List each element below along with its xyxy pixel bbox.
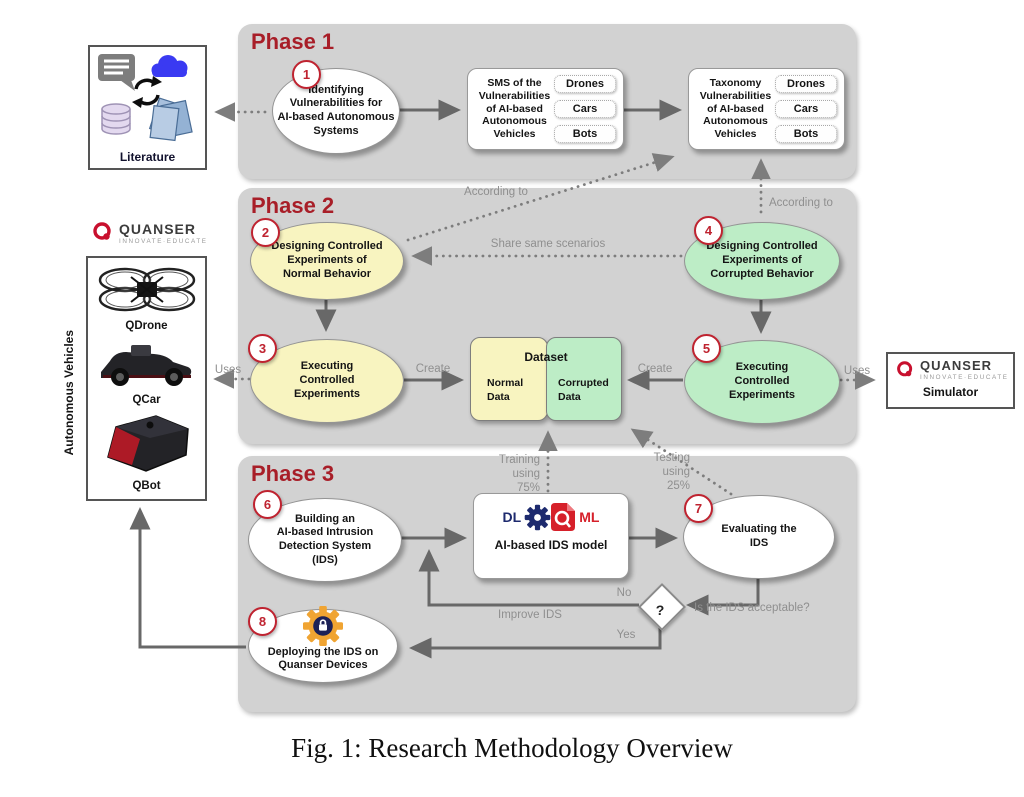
qdrone-figure: QDrone <box>95 265 199 332</box>
step-8-badge: 8 <box>248 607 277 636</box>
step-7-badge: 7 <box>684 494 713 523</box>
step-2-text: Designing Controlled Experiments of Norm… <box>271 240 383 280</box>
step-7-text: Evaluating the IDS <box>721 523 797 549</box>
dataset-title: Dataset <box>524 350 568 364</box>
dl-label: DL <box>502 509 522 525</box>
phase-3-title: Phase 3 <box>251 461 335 486</box>
edge-label-uses-left: Uses <box>214 364 242 376</box>
edge-label-create-left: Create <box>415 363 451 375</box>
step-3-badge: 3 <box>248 334 277 363</box>
edge-label-training: Training using 75% <box>498 454 540 495</box>
edge-label-share-same-scenarios: Share same scenarios <box>490 238 606 250</box>
step-1-text: Identifying Vulnerabilities for AI-based… <box>277 83 395 137</box>
qcar-image <box>100 344 191 386</box>
deploy-gear-lock-icon <box>303 606 343 646</box>
step-6-badge: 6 <box>253 490 282 519</box>
simulator-label: Simulator <box>922 385 979 399</box>
dataset-corrupted-label: Corrupted Data <box>558 377 609 403</box>
edge-label-uses-right: Uses <box>843 365 871 377</box>
sync-icon-heads <box>132 76 162 108</box>
chip-drones: Drones <box>554 75 616 93</box>
simulator-box: QUANSER INNOVATE·EDUCATE Simulator <box>886 352 1015 409</box>
dl-gear-icon <box>524 504 551 530</box>
database-icon <box>101 103 131 135</box>
literature-icons <box>98 54 193 142</box>
chip-bots: Bots <box>775 125 837 143</box>
ids-model-label: AI-based IDS model <box>494 538 608 552</box>
autonomous-vehicles-label: Autonomous Vehicles <box>62 330 76 456</box>
cloud-icon <box>151 55 188 77</box>
sms-box: SMS of the Vulnerabilities of AI-based A… <box>467 68 624 150</box>
lock-icon <box>319 619 327 631</box>
phase-1-title: Phase 1 <box>251 29 335 54</box>
step-4-badge: 4 <box>694 216 723 245</box>
literature-box: Literature <box>88 45 207 170</box>
ids-model-box: DL ML AI-based IDS model <box>473 493 629 579</box>
chip-cars: Cars <box>775 100 837 118</box>
step-4-text: Designing Controlled Experiments of Corr… <box>706 240 818 280</box>
quanser-q-icon <box>93 222 111 240</box>
qdrone-label: QDrone <box>125 320 168 333</box>
qbot-label: QBot <box>132 479 161 492</box>
sms-box-text: SMS of the Vulnerabilities of AI-based A… <box>478 77 551 141</box>
step-6-text: Building an AI-based Intrusion Detection… <box>276 512 374 566</box>
speech-bubble-icon <box>98 54 135 91</box>
quanser-logo: QUANSER INNOVATE·EDUCATE <box>92 221 208 245</box>
chip-cars: Cars <box>554 100 616 118</box>
taxonomy-box: Taxonomy Vulnerabilities of AI-based Aut… <box>688 68 845 150</box>
quanser-brand-text: QUANSER <box>119 220 197 237</box>
step-1-badge: 1 <box>292 60 321 89</box>
quanser-q-icon <box>897 360 913 376</box>
step-2-ellipse: Designing Controlled Experiments of Norm… <box>250 222 404 300</box>
edge-label-create-right: Create <box>637 363 673 375</box>
decision-question-mark: ? <box>655 602 665 618</box>
step-6-ellipse: Building an AI-based Intrusion Detection… <box>248 498 402 582</box>
edge-label-according-to-right: According to <box>769 197 833 209</box>
ml-document-magnifier-icon <box>551 503 576 531</box>
qbot-figure: QBot <box>98 413 196 492</box>
dataset-normal-label: Normal Data <box>487 377 524 403</box>
chip-drones: Drones <box>775 75 837 93</box>
qdrone-image <box>98 268 195 312</box>
vehicles-box: QDrone QCar QBot <box>86 256 207 501</box>
dataset-corrupted-box <box>546 337 622 421</box>
step-1-ellipse: Identifying Vulnerabilities for AI-based… <box>272 68 400 154</box>
literature-label: Literature <box>119 150 176 164</box>
step-5-text: Executing Controlled Experiments <box>728 361 796 401</box>
step-5-ellipse: Executing Controlled Experiments <box>684 340 840 424</box>
step-5-badge: 5 <box>692 334 721 363</box>
phase-2-title: Phase 2 <box>251 193 335 218</box>
edge-label-no: No <box>616 587 632 599</box>
ml-label: ML <box>579 509 600 525</box>
step-3-text: Executing Controlled Experiments <box>293 360 361 400</box>
figure-caption: Fig. 1: Research Methodology Overview <box>291 733 733 763</box>
qbot-image <box>106 414 189 472</box>
edge-label-is-ids-acceptable: Is the IDS acceptable? <box>694 602 810 614</box>
edge-label-testing: Testing using 25% <box>653 452 690 493</box>
qcar-figure: QCar <box>95 339 199 406</box>
sync-icon <box>134 78 160 106</box>
edge-label-improve-ids: Improve IDS <box>498 609 562 621</box>
step-2-badge: 2 <box>251 218 280 247</box>
papers-icon <box>148 97 193 142</box>
edge-label-yes: Yes <box>616 629 636 641</box>
chip-bots: Bots <box>554 125 616 143</box>
simulator-brand-text: QUANSER <box>920 358 993 373</box>
taxonomy-box-text: Taxonomy Vulnerabilities of AI-based Aut… <box>699 77 772 141</box>
edge-label-according-to-left: According to <box>464 186 528 198</box>
quanser-tagline: INNOVATE·EDUCATE <box>119 237 208 245</box>
simulator-tagline: INNOVATE·EDUCATE <box>920 374 1009 381</box>
step-8-text: Deploying the IDS on Quanser Devices <box>267 645 379 672</box>
qcar-label: QCar <box>132 393 161 406</box>
